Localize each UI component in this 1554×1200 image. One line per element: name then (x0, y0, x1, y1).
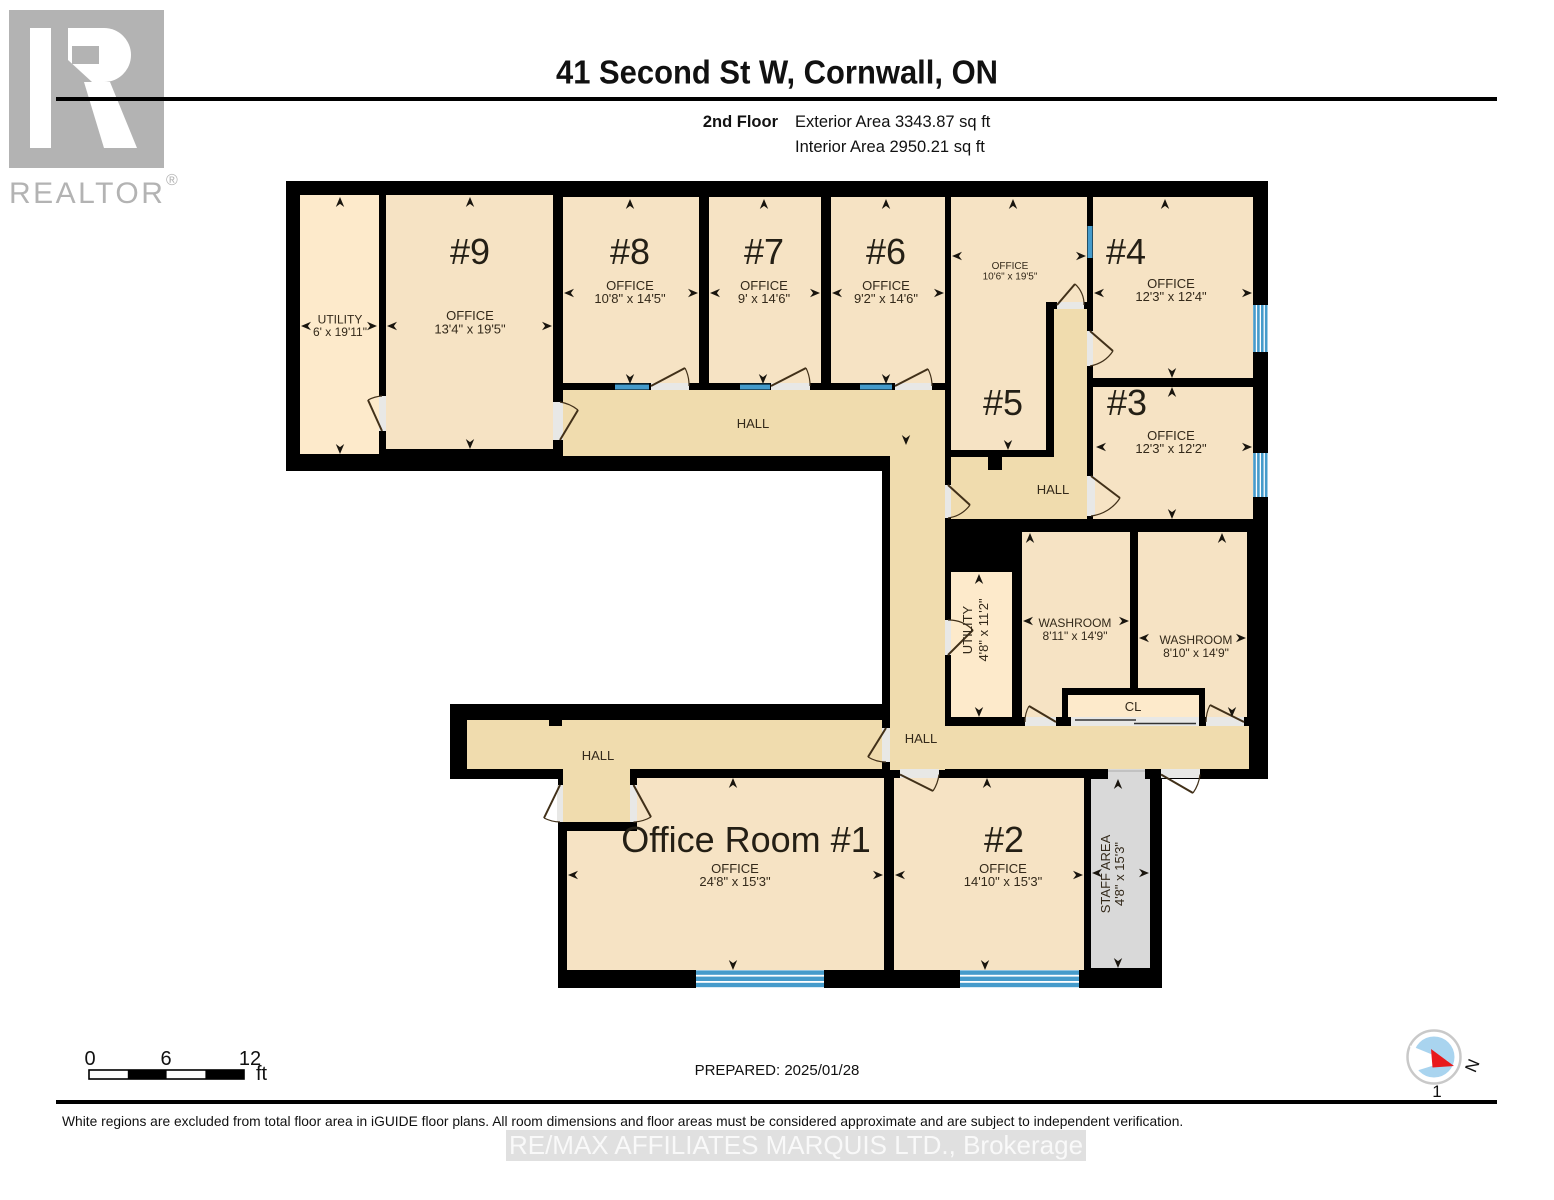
svg-text:9' x 14'6": 9' x 14'6" (738, 291, 791, 306)
svg-text:2nd Floor: 2nd Floor (703, 113, 779, 131)
svg-text:WASHROOM: WASHROOM (1039, 616, 1112, 630)
svg-text:#3: #3 (1107, 382, 1147, 423)
svg-text:#6: #6 (866, 231, 906, 272)
svg-text:14'10" x 15'3": 14'10" x 15'3" (964, 874, 1043, 889)
svg-text:UTILITY: UTILITY (960, 605, 975, 654)
svg-text:Exterior Area 3343.87 sq ft: Exterior Area 3343.87 sq ft (795, 113, 991, 131)
svg-text:OFFICE: OFFICE (1147, 276, 1195, 291)
svg-text:6' x 19'11": 6' x 19'11" (313, 325, 367, 339)
svg-text:12'3" x 12'4": 12'3" x 12'4" (1135, 289, 1207, 304)
svg-text:OFFICE: OFFICE (446, 308, 494, 323)
svg-text:#2: #2 (984, 819, 1024, 860)
svg-text:8'10" x 14'9": 8'10" x 14'9" (1163, 646, 1229, 660)
svg-text:OFFICE: OFFICE (606, 278, 654, 293)
svg-text:OFFICE: OFFICE (740, 278, 788, 293)
svg-text:24'8" x 15'3": 24'8" x 15'3" (699, 874, 771, 889)
svg-text:0: 0 (84, 1048, 95, 1070)
svg-text:#4: #4 (1106, 231, 1146, 272)
svg-text:OFFICE: OFFICE (862, 278, 910, 293)
svg-text:OFFICE: OFFICE (979, 861, 1027, 876)
svg-text:ft: ft (256, 1063, 268, 1085)
svg-text:10'8" x 14'5": 10'8" x 14'5" (594, 291, 666, 306)
svg-text:#7: #7 (744, 231, 784, 272)
svg-text:#9: #9 (450, 231, 490, 272)
svg-text:OFFICE: OFFICE (992, 261, 1029, 272)
svg-text:12: 12 (239, 1048, 261, 1070)
svg-text:#5: #5 (983, 382, 1023, 423)
svg-text:6: 6 (160, 1048, 171, 1070)
svg-text:8'11" x 14'9": 8'11" x 14'9" (1043, 629, 1108, 643)
svg-text:OFFICE: OFFICE (1147, 428, 1195, 443)
svg-text:12'3" x 12'2": 12'3" x 12'2" (1135, 441, 1207, 456)
svg-text:9'2" x 14'6": 9'2" x 14'6" (854, 291, 918, 306)
svg-text:RE/MAX AFFILIATES MARQUIS LTD.: RE/MAX AFFILIATES MARQUIS LTD., Brokerag… (509, 1130, 1083, 1160)
svg-text:HALL: HALL (582, 748, 615, 763)
svg-text:10'6" x 19'5": 10'6" x 19'5" (983, 272, 1038, 283)
svg-text:White regions are excluded fro: White regions are excluded from total fl… (62, 1114, 1183, 1129)
svg-text:HALL: HALL (905, 731, 938, 746)
svg-text:4'8" x 15'3": 4'8" x 15'3" (1112, 842, 1127, 906)
svg-text:REALTOR: REALTOR (9, 177, 165, 210)
svg-text:WASHROOM: WASHROOM (1160, 633, 1233, 647)
svg-text:OFFICE: OFFICE (711, 861, 759, 876)
svg-text:HALL: HALL (737, 416, 770, 431)
svg-text:STAFF AREA: STAFF AREA (1098, 834, 1113, 913)
svg-text:CL: CL (1125, 699, 1142, 714)
svg-text:N: N (1461, 1056, 1483, 1075)
svg-text:PREPARED: 2025/01/28: PREPARED: 2025/01/28 (695, 1062, 860, 1079)
svg-text:41 Second St W, Cornwall, ON: 41 Second St W, Cornwall, ON (556, 54, 998, 91)
svg-text:®: ® (166, 172, 178, 189)
svg-text:1: 1 (1432, 1082, 1441, 1101)
svg-text:HALL: HALL (1037, 482, 1070, 497)
svg-text:13'4" x 19'5": 13'4" x 19'5" (434, 322, 506, 337)
svg-text:#8: #8 (610, 231, 650, 272)
svg-text:Interior Area 2950.21 sq ft: Interior Area 2950.21 sq ft (795, 138, 985, 156)
svg-text:4'8" x 11'2": 4'8" x 11'2" (976, 598, 991, 661)
svg-text:Office Room #1: Office Room #1 (621, 819, 870, 860)
svg-text:UTILITY: UTILITY (318, 313, 363, 327)
